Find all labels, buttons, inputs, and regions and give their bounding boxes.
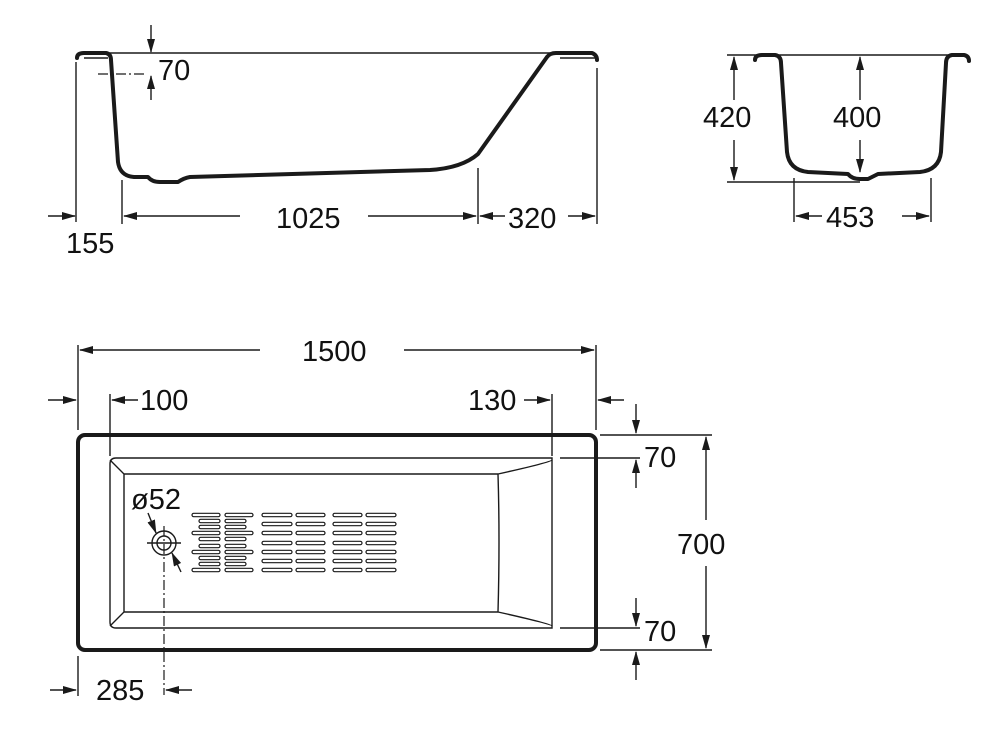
slot (365, 549, 397, 555)
right-rim-label: 130 (468, 385, 516, 417)
left-rim-label: 100 (140, 385, 188, 417)
slot (198, 543, 221, 549)
width-label: 700 (677, 529, 725, 561)
slot (261, 549, 293, 555)
slot (261, 540, 293, 546)
slot (224, 555, 247, 561)
slot (295, 521, 326, 527)
drain-icon (147, 512, 182, 695)
slot (365, 521, 397, 527)
bottom-rim-label: 70 (644, 616, 676, 648)
slot (224, 561, 247, 567)
length-label: 1500 (302, 336, 367, 368)
inner-depth-label: 400 (833, 102, 881, 134)
outer-height-label: 420 (703, 102, 751, 134)
slot (224, 524, 247, 530)
slot (365, 567, 397, 573)
rim-depth-label: 70 (158, 55, 190, 87)
left-offset-label: 155 (66, 228, 114, 260)
slot (198, 561, 221, 567)
slot (332, 558, 363, 564)
slot (365, 530, 397, 536)
slot (365, 558, 397, 564)
end-profile (753, 53, 971, 181)
end-view: 420 400 453 (703, 53, 971, 234)
slot (224, 543, 247, 549)
slot (295, 567, 326, 573)
slot (332, 530, 363, 536)
side-profile (75, 51, 599, 184)
slot (224, 530, 254, 536)
slot (261, 567, 293, 573)
slot (198, 518, 221, 524)
slot (191, 512, 221, 518)
slot (198, 524, 221, 530)
slot (295, 540, 326, 546)
slot (224, 512, 254, 518)
drain-offset-label: 285 (96, 675, 144, 707)
slot (332, 521, 363, 527)
slot (365, 540, 397, 546)
outer-rim (76, 433, 598, 652)
top-rim-label: 70 (644, 442, 676, 474)
slot (224, 536, 247, 542)
slot (224, 567, 254, 573)
drain-diameter-label: ø52 (131, 484, 181, 516)
side-view: 70 155 1025 320 (48, 25, 599, 260)
slot (295, 558, 326, 564)
slot (191, 549, 221, 555)
slot (261, 521, 293, 527)
slot (332, 549, 363, 555)
floor-length-label: 1025 (276, 203, 341, 235)
floor-width-label: 453 (826, 202, 874, 234)
anti-slip-slots (191, 512, 397, 573)
slot (191, 567, 221, 573)
slot (261, 530, 293, 536)
slot (332, 540, 363, 546)
slot (295, 512, 326, 518)
slot (332, 512, 363, 518)
right-slope-label: 320 (508, 203, 556, 235)
slot (295, 549, 326, 555)
slot (261, 512, 293, 518)
slot (198, 555, 221, 561)
slot (261, 558, 293, 564)
slot (365, 512, 397, 518)
slot (224, 549, 254, 555)
slot (198, 536, 221, 542)
slot (295, 530, 326, 536)
slot (332, 567, 363, 573)
top-view: 1500 100 130 70 70 700 ø52 (48, 336, 725, 707)
slot (191, 530, 221, 536)
slot (224, 518, 247, 524)
